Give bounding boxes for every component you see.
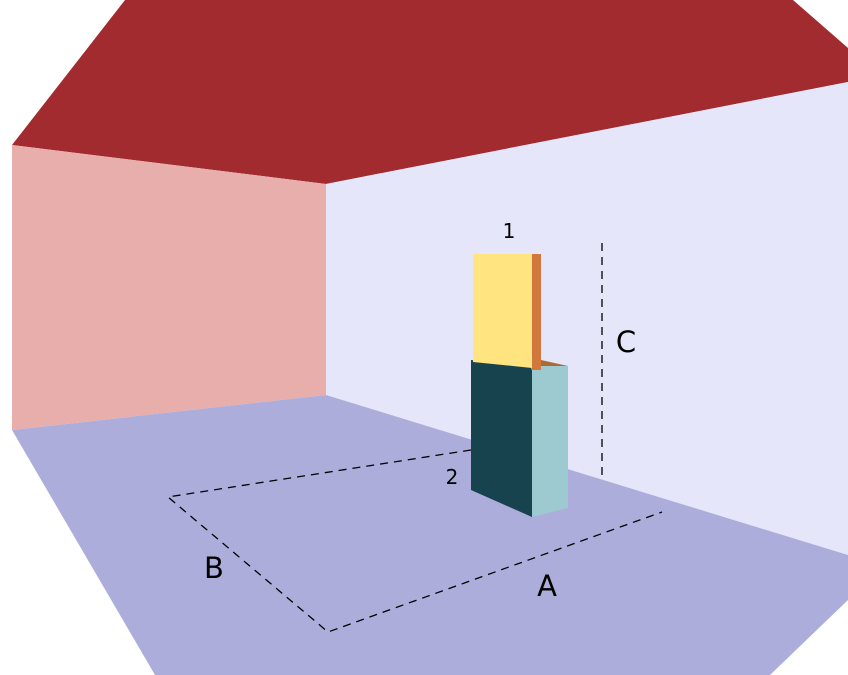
left-wall [12, 145, 326, 430]
box-1-front [473, 254, 532, 368]
back-wall [326, 82, 848, 555]
box-2-front [471, 360, 532, 517]
label-dimension-b: B [204, 551, 224, 585]
box-1-side [531, 254, 541, 370]
label-dimension-a: A [537, 569, 557, 603]
box-2-side [532, 366, 568, 517]
floor [12, 395, 848, 675]
label-dimension-c: C [616, 325, 636, 359]
label-box-2: 2 [446, 465, 459, 489]
label-box-1: 1 [503, 219, 516, 243]
ceiling [12, 0, 848, 184]
floor-footprint-dashed [166, 449, 663, 633]
